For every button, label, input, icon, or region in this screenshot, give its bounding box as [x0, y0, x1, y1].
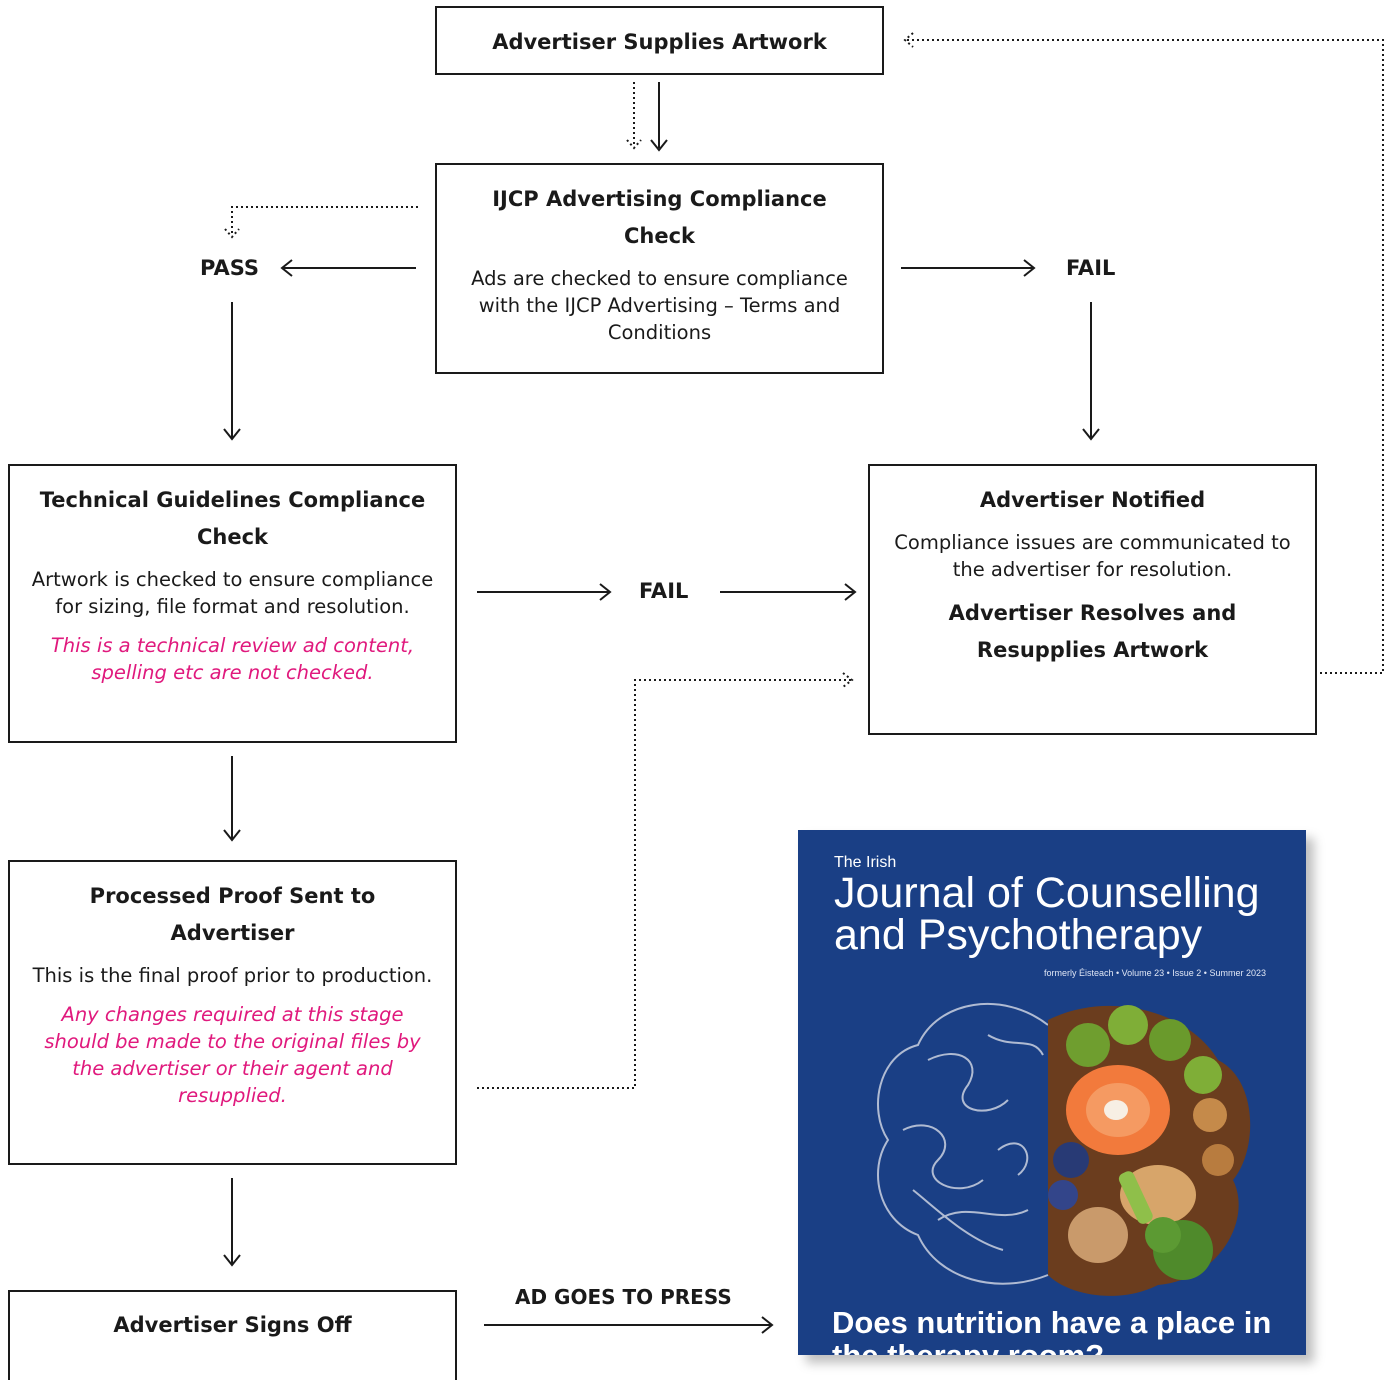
technical-note: This is a technical review ad content, s…	[50, 634, 415, 684]
cover-issue-line: formerly Éisteach • Volume 23 • Issue 2 …	[1043, 968, 1266, 978]
fail-label-top: FAIL	[1066, 256, 1116, 280]
notified-title: Advertiser Notified	[979, 488, 1206, 512]
technical-desc: Artwork is checked to ensure compliance …	[31, 568, 434, 618]
ijcp-desc: Ads are checked to ensure compliance wit…	[471, 267, 848, 344]
journal-cover: The Irish Journal of Counselling and Psy…	[798, 830, 1306, 1355]
notified-title2: Advertiser Resolves and Resupplies Artwo…	[948, 601, 1237, 662]
supplies-title: Advertiser Supplies Artwork	[492, 30, 827, 54]
cover-headline: Does nutrition have a place in the thera…	[832, 1305, 1272, 1355]
signoff-box: Advertiser Signs Off	[8, 1290, 457, 1380]
signoff-title: Advertiser Signs Off	[113, 1313, 352, 1337]
cover-illustration	[877, 1003, 1251, 1296]
notified-box: Advertiser Notified Compliance issues ar…	[868, 464, 1317, 735]
notified-desc: Compliance issues are communicated to th…	[894, 531, 1291, 581]
proof-note: Any changes required at this stage shoul…	[44, 1003, 421, 1107]
pass-label: PASS	[200, 256, 260, 280]
technical-box: Technical Guidelines Compliance Check Ar…	[8, 464, 457, 743]
ijcp-box: IJCP Advertising Compliance Check Ads ar…	[435, 163, 884, 374]
cover-small-title: The Irish	[834, 854, 897, 871]
press-label: AD GOES TO PRESS	[515, 1285, 732, 1309]
proof-desc: This is the final proof prior to product…	[32, 964, 433, 987]
ijcp-title: IJCP Advertising Compliance Check	[492, 187, 827, 248]
technical-title: Technical Guidelines Compliance Check	[39, 488, 426, 549]
proof-title: Processed Proof Sent to Advertiser	[89, 884, 376, 945]
fail-label-mid: FAIL	[639, 579, 689, 603]
cover-title: Journal of Counselling and Psychotherapy	[834, 869, 1260, 959]
supplies-box: Advertiser Supplies Artwork	[435, 6, 884, 75]
proof-box: Processed Proof Sent to Advertiser This …	[8, 860, 457, 1165]
